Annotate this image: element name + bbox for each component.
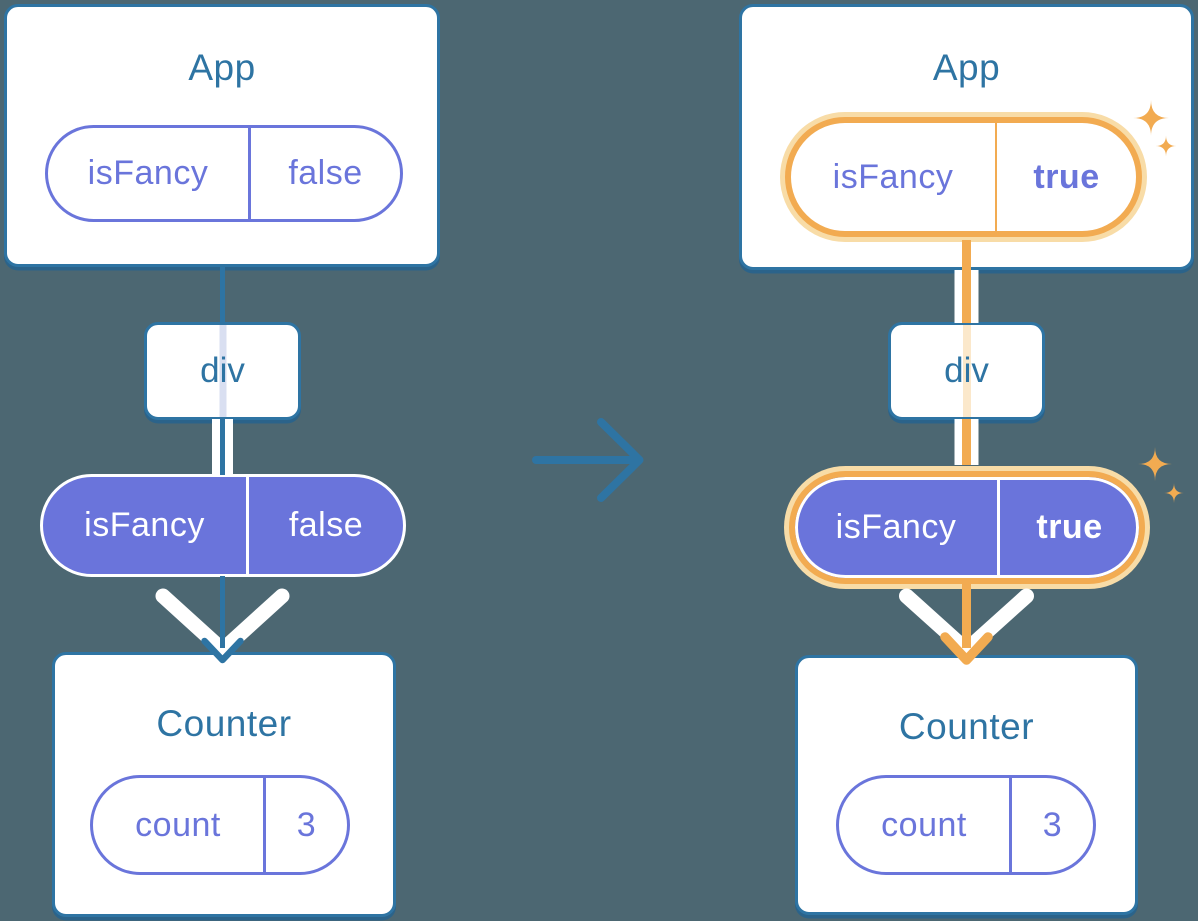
prop-name: isFancy (87, 154, 209, 192)
context-line-pill-counter-right (962, 584, 971, 648)
pill-divider (995, 123, 997, 231)
app-card-left: App isFancy false (4, 4, 440, 267)
prop-value: false (288, 154, 363, 192)
prop-name: isFancy (832, 157, 954, 196)
div-card-right: div (888, 322, 1045, 420)
edge-div-pill-left (220, 419, 225, 475)
context-line-div-pill-right (962, 419, 971, 465)
app-prop-pill-right-highlighted: isFancy true (785, 117, 1142, 237)
counter-card-left: Counter count 3 (52, 652, 396, 917)
counter-state-pill-left: count 3 (90, 775, 350, 875)
passed-prop-pill-left: isFancy false (40, 474, 406, 577)
sparkle-icon (1164, 483, 1184, 503)
edge-pill-counter-left (220, 576, 225, 648)
state-value: 3 (296, 805, 317, 844)
transition-arrow-icon (532, 418, 644, 502)
prop-pipe-left (212, 419, 233, 475)
prop-value: true (1033, 157, 1100, 196)
prop-pipe-app-div-right (954, 270, 979, 323)
passed-prop-pill-right-highlighted: isFancy true (789, 471, 1145, 584)
prop-path-line-left (219, 325, 226, 417)
pill-divider (263, 778, 266, 872)
div-card-left: div (144, 322, 301, 420)
context-line-app-div-right (962, 270, 971, 323)
div-label-left: div (200, 351, 245, 390)
sparkle-icon (1138, 447, 1172, 481)
pill-divider (248, 128, 251, 219)
context-path-line-right (962, 325, 971, 417)
state-name: count (881, 805, 967, 844)
counter-title-right: Counter (898, 706, 1035, 747)
pill-divider (246, 477, 249, 574)
prop-pipe-div-pill-right (954, 419, 979, 465)
div-label-right: div (944, 351, 989, 390)
prop-name: isFancy (835, 508, 957, 546)
prop-name: isFancy (84, 506, 205, 544)
white-chevron-arrow-left (155, 588, 290, 658)
prop-value: true (1036, 508, 1103, 546)
app-title-left: App (188, 47, 256, 88)
counter-title-left: Counter (156, 703, 292, 744)
counter-state-pill-right: count 3 (836, 775, 1096, 875)
prop-value: false (288, 506, 364, 544)
app-title-right: App (932, 47, 1001, 88)
state-value: 3 (1042, 805, 1063, 844)
app-prop-pill-left: isFancy false (45, 125, 403, 222)
pill-divider (1009, 778, 1012, 872)
pill-divider (997, 480, 1000, 575)
state-name: count (135, 805, 221, 844)
edge-app-div-left (220, 266, 225, 323)
counter-card-right: Counter count 3 (795, 655, 1138, 915)
app-card-right: App isFancy true (739, 4, 1194, 270)
white-chevron-arrow-right (899, 588, 1034, 658)
